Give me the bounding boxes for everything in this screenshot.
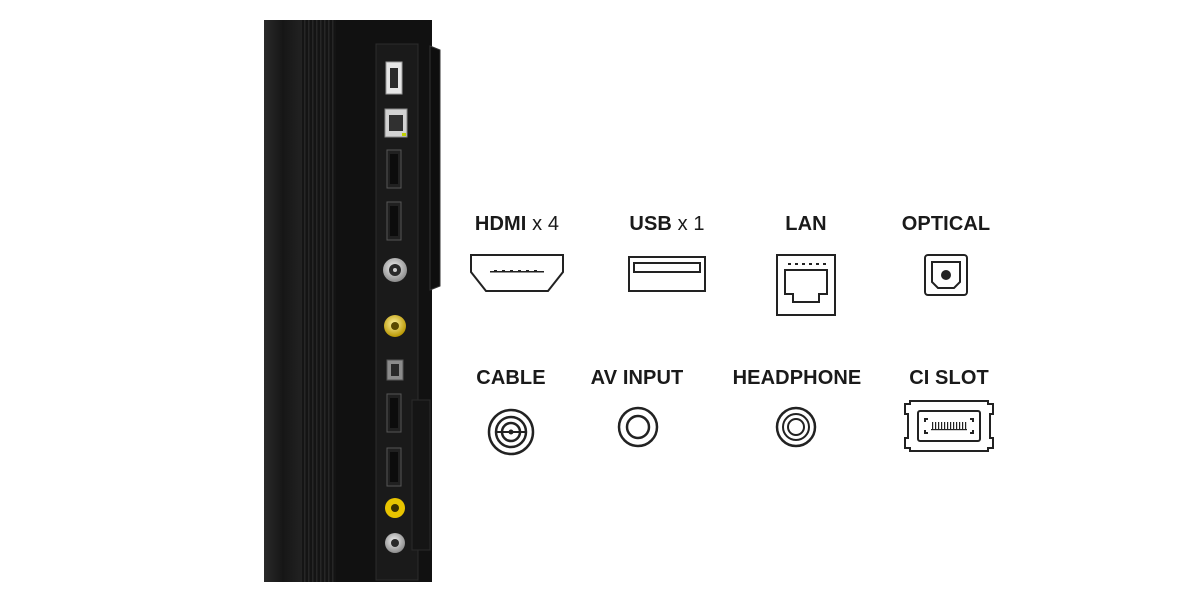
usb-port-icon: [628, 256, 706, 292]
tv-side-panel-illustration: [264, 20, 441, 582]
ci-slot-opening: [411, 399, 431, 551]
lan-port-icon: [776, 254, 836, 316]
panel-av-input-jack: [385, 498, 405, 518]
tv-rib-texture: [302, 20, 336, 582]
headphone-label: HEADPHONE: [732, 367, 862, 389]
av-input-jack-icon: [617, 406, 659, 448]
panel-edge: [429, 45, 441, 291]
legend-item-lan: LAN: [752, 212, 860, 236]
panel-lan-port: [384, 108, 408, 138]
panel-hdmi-port-1: [386, 149, 402, 189]
legend-item-ci-slot: CI SLOT: [896, 366, 1002, 390]
panel-hdmi-port-3: [386, 393, 402, 433]
legend-item-optical: OPTICAL: [890, 212, 1002, 236]
legend-item-headphone: HEADPHONE: [722, 366, 872, 390]
ci-slot-card-icon: [904, 400, 994, 452]
panel-cable-port: [383, 258, 407, 282]
panel-usb-port: [385, 61, 403, 95]
legend-item-cable: CABLE: [458, 366, 564, 390]
hdmi-label: HDMI x 4: [474, 213, 560, 235]
tv-bezel: [264, 20, 302, 582]
legend-item-av-input: AV INPUT: [582, 366, 692, 390]
headphone-jack-icon: [775, 406, 817, 448]
panel-hdmi-port-2: [386, 201, 402, 241]
coax-cable-port-icon: [487, 408, 535, 456]
legend-item-usb: USB x 1: [612, 212, 722, 236]
legend-item-hdmi: HDMI x 4: [462, 212, 572, 236]
cable-label: CABLE: [476, 367, 546, 389]
panel-satellite-port: [384, 315, 406, 337]
hdmi-port-icon: [470, 254, 564, 292]
av-input-label: AV INPUT: [590, 367, 684, 389]
optical-port-icon: [924, 254, 968, 296]
panel-optical-port: [386, 359, 404, 381]
panel-headphone-jack: [385, 533, 405, 553]
ci-slot-label: CI SLOT: [909, 367, 989, 389]
panel-hdmi-port-4: [386, 447, 402, 487]
lan-label: LAN: [785, 213, 827, 235]
usb-label: USB x 1: [629, 213, 705, 235]
optical-label: OPTICAL: [901, 213, 991, 235]
